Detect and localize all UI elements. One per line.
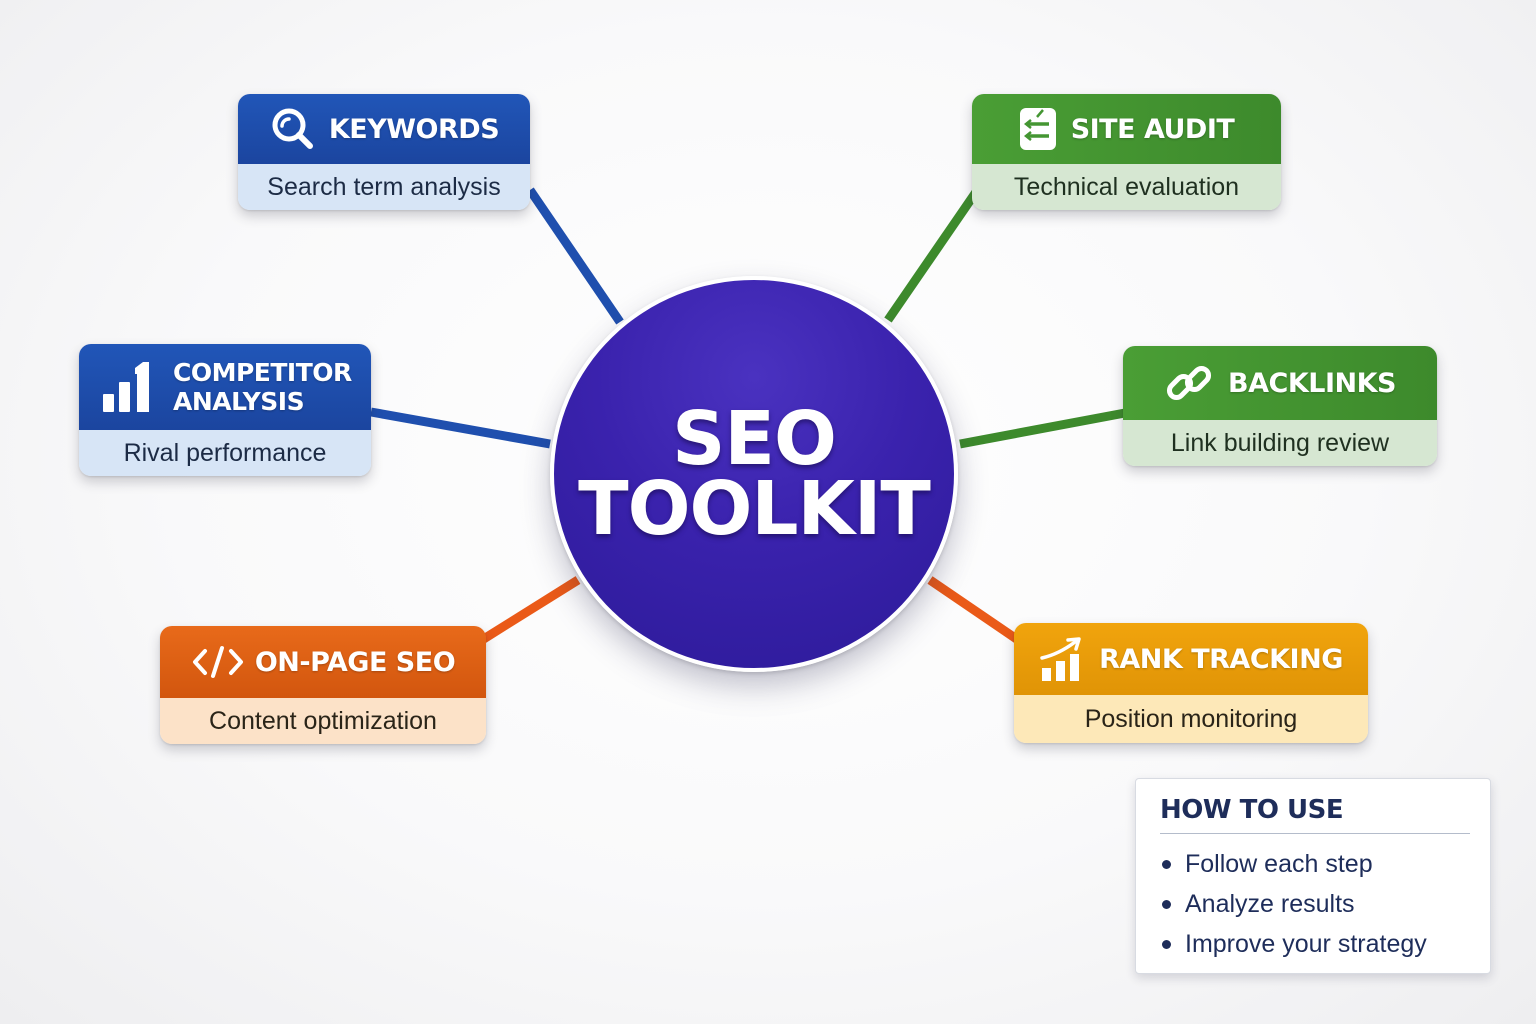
card-site-audit-title: SITE AUDIT (1070, 113, 1235, 145)
code-icon (191, 645, 245, 679)
card-site-audit[interactable]: SITE AUDIT Technical evaluation (972, 94, 1281, 210)
card-backlinks-subtitle: Link building review (1123, 420, 1437, 466)
hub-title-line2: TOOLKIT (578, 466, 931, 552)
how-to-use-item: Improve your strategy (1160, 924, 1470, 964)
checklist-icon (1019, 107, 1057, 151)
connector-on-page (479, 576, 581, 644)
bar-chart-icon (101, 360, 151, 414)
how-to-use-item-text: Follow each step (1185, 849, 1373, 878)
card-site-audit-subtitle: Technical evaluation (972, 164, 1281, 210)
card-rank-tracking[interactable]: RANK TRACKING Position monitoring (1014, 623, 1368, 743)
card-competitor-title-line2: ANALYSIS (173, 387, 305, 416)
card-competitor-title: COMPETITOR ANALYSIS (173, 358, 352, 416)
connector-rank-tracking (927, 576, 1021, 644)
card-keywords[interactable]: KEYWORDS Search term analysis (238, 94, 530, 210)
connector-competitor (370, 407, 551, 449)
card-on-page-title: ON-PAGE SEO (254, 646, 456, 678)
card-rank-subtitle: Position monitoring (1014, 695, 1368, 743)
card-site-audit-header: SITE AUDIT (972, 94, 1281, 164)
connector-backlinks (959, 408, 1126, 449)
bullet-icon (1162, 859, 1171, 869)
card-competitor-subtitle: Rival performance (79, 430, 371, 476)
card-competitor-title-line1: COMPETITOR (173, 358, 352, 387)
card-on-page-subtitle: Content optimization (160, 698, 486, 744)
seo-toolkit-hub[interactable]: SEO TOOLKIT (550, 276, 958, 672)
card-backlinks-title: BACKLINKS (1228, 367, 1396, 399)
connector-keywords (526, 187, 624, 325)
bullet-icon (1162, 899, 1171, 909)
how-to-use-title: HOW TO USE (1160, 795, 1470, 834)
card-backlinks-header: BACKLINKS (1123, 346, 1437, 420)
card-backlinks[interactable]: BACKLINKS Link building review (1123, 346, 1437, 466)
how-to-use-item: Analyze results (1160, 884, 1470, 924)
card-rank-title: RANK TRACKING (1099, 643, 1343, 675)
how-to-use-item-text: Analyze results (1185, 889, 1355, 918)
card-keywords-title: KEYWORDS (328, 113, 500, 145)
trending-chart-icon (1039, 636, 1085, 682)
search-icon (269, 106, 315, 152)
bullet-icon (1162, 939, 1171, 949)
how-to-use-list: Follow each step Analyze results Improve… (1160, 844, 1470, 964)
hub-title-line1: SEO (672, 396, 837, 482)
how-to-use-panel: HOW TO USE Follow each step Analyze resu… (1135, 778, 1491, 974)
card-competitor-header: COMPETITOR ANALYSIS (79, 344, 371, 430)
how-to-use-item-text: Improve your strategy (1185, 929, 1427, 958)
connector-site-audit (884, 189, 980, 323)
card-on-page-header: ON-PAGE SEO (160, 626, 486, 698)
how-to-use-item: Follow each step (1160, 844, 1470, 884)
card-competitor-analysis[interactable]: COMPETITOR ANALYSIS Rival performance (79, 344, 371, 476)
card-keywords-subtitle: Search term analysis (238, 164, 530, 210)
card-keywords-header: KEYWORDS (238, 94, 530, 164)
chain-link-icon (1164, 360, 1214, 406)
card-on-page-seo[interactable]: ON-PAGE SEO Content optimization (160, 626, 486, 744)
card-rank-header: RANK TRACKING (1014, 623, 1368, 695)
